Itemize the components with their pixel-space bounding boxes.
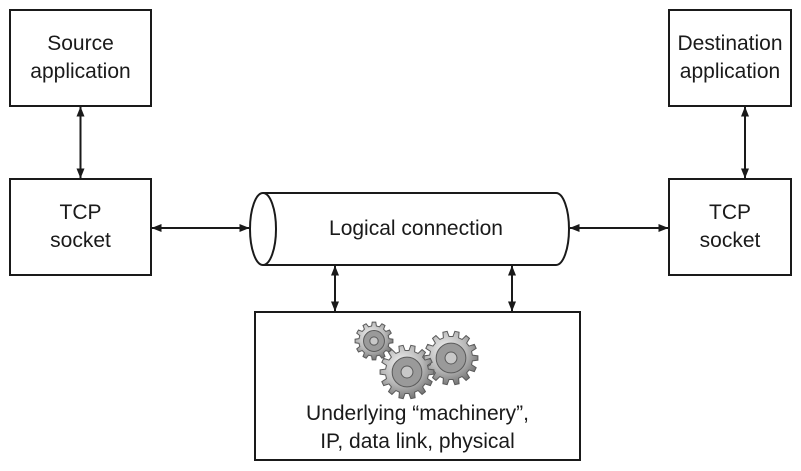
logical-connection-label: Logical connection — [329, 217, 503, 240]
source-application-box — [9, 9, 152, 107]
gear-icon-center — [379, 344, 435, 400]
destination-application-box — [668, 9, 792, 107]
machinery-label: Underlying “machinery”,IP, data link, ph… — [306, 402, 529, 453]
left-tcp-socket-box — [9, 178, 152, 276]
logical-connection-pipe — [249, 192, 570, 266]
gears-icon — [354, 321, 479, 400]
gear-icon-right — [423, 330, 479, 386]
right-tcp-socket-box — [668, 178, 792, 276]
gear-icon-small — [354, 321, 394, 361]
